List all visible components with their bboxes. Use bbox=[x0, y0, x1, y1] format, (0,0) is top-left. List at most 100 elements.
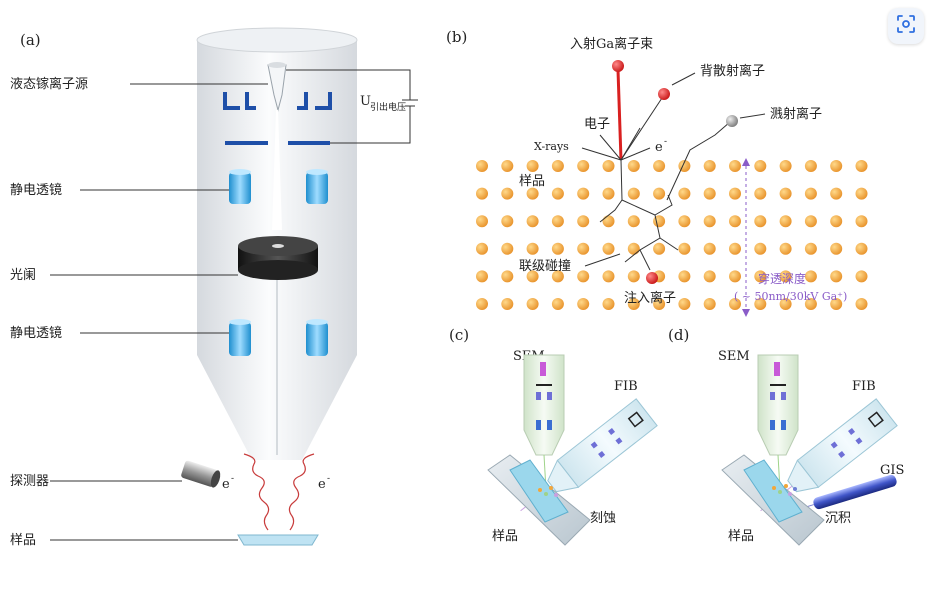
lattice-atom bbox=[627, 160, 640, 172]
lattice-atom bbox=[855, 160, 868, 172]
lattice-atom bbox=[703, 160, 716, 172]
source-label: 液态镓离子源 bbox=[10, 76, 88, 92]
sputter-track bbox=[666, 121, 731, 201]
electron-label: 电子 bbox=[584, 117, 610, 132]
aperture-label: 光阑 bbox=[10, 268, 36, 283]
lattice-atom bbox=[551, 270, 564, 283]
lattice-atom bbox=[627, 298, 640, 310]
depth-arrow-top bbox=[742, 158, 750, 166]
panel-c-tag: (c) bbox=[449, 326, 469, 344]
sem-d-label: SEM bbox=[718, 349, 750, 364]
lens1-label: 静电透镜 bbox=[10, 183, 62, 198]
sputter-leader bbox=[739, 113, 766, 119]
lattice-atom bbox=[779, 215, 792, 228]
lattice-atom bbox=[754, 160, 767, 172]
deposit-label: 沉积 bbox=[825, 511, 851, 526]
sputtered-ion bbox=[726, 115, 738, 127]
sample-c-label: 样品 bbox=[492, 529, 518, 544]
lattice-atom bbox=[653, 242, 666, 255]
lattice-atom bbox=[779, 187, 792, 200]
lattice-atom bbox=[602, 298, 615, 310]
lattice-atom bbox=[804, 215, 817, 228]
sem-column-c bbox=[523, 354, 565, 491]
lattice-atom bbox=[476, 215, 488, 228]
panel-a-tag: (a) bbox=[20, 31, 41, 49]
extraction-electrodes bbox=[223, 92, 332, 110]
panel-d: (d) SEM FIB GIS bbox=[668, 326, 904, 546]
lattice-atom bbox=[754, 298, 767, 310]
scan-text-button[interactable] bbox=[888, 8, 924, 44]
fib-c-label: FIB bbox=[614, 379, 638, 394]
sputter-label: 溅射离子 bbox=[770, 106, 822, 122]
electrostatic-lens-2 bbox=[229, 319, 328, 356]
lattice-atom bbox=[602, 160, 615, 172]
sample-b-label: 样品 bbox=[519, 174, 545, 189]
lattice-atom bbox=[703, 187, 716, 200]
lattice-atom bbox=[678, 298, 691, 310]
lattice-atom bbox=[653, 215, 666, 228]
ion-beam bbox=[272, 110, 282, 230]
lattice-atom bbox=[476, 242, 488, 255]
implanted-ion bbox=[646, 272, 658, 284]
lattice-atom bbox=[501, 187, 514, 200]
lattice-atom bbox=[754, 187, 767, 200]
lattice-atom bbox=[526, 187, 539, 200]
backscatter-track bbox=[620, 97, 663, 161]
gis-label: GIS bbox=[880, 463, 904, 478]
panel-d-tag: (d) bbox=[668, 326, 689, 344]
electron-right-sup: - bbox=[327, 474, 330, 484]
incident-ion-track bbox=[616, 69, 623, 161]
lattice-atom bbox=[729, 187, 741, 200]
sample-prism-c bbox=[487, 454, 591, 546]
lattice-atom bbox=[779, 270, 792, 283]
lattice-atom bbox=[627, 215, 640, 228]
lattice-atom bbox=[855, 242, 868, 255]
lattice-atom bbox=[501, 160, 514, 172]
lattice-atom bbox=[830, 215, 843, 228]
lattice-atom bbox=[526, 242, 539, 255]
lattice-atom bbox=[855, 187, 868, 200]
detector-label: 探测器 bbox=[10, 474, 49, 489]
voltage-subscript: 引出电压 bbox=[370, 101, 406, 113]
sample-stage bbox=[237, 534, 319, 546]
emission-arrows bbox=[581, 127, 651, 161]
panel-b: (b) 入射Ga离子束 背散射离子 溅射离子 电子 X-rays e - 样品 bbox=[446, 28, 868, 317]
detector bbox=[181, 460, 221, 488]
lattice-atom bbox=[830, 187, 843, 200]
sample-prism-d bbox=[721, 454, 825, 546]
lattice-atom bbox=[804, 270, 817, 283]
lattice-atom bbox=[804, 187, 817, 200]
lattice-atom bbox=[577, 187, 590, 200]
lattice-atom bbox=[703, 298, 716, 310]
lattice-atom bbox=[830, 270, 843, 283]
lattice-atom bbox=[577, 242, 590, 255]
sample-label: 样品 bbox=[10, 533, 36, 548]
lattice-atom bbox=[653, 187, 666, 200]
scan-text-icon bbox=[896, 14, 916, 38]
lattice-atom bbox=[526, 270, 539, 283]
atom-lattice bbox=[476, 160, 868, 310]
lattice-atom bbox=[703, 270, 716, 283]
lattice-atom bbox=[476, 187, 488, 200]
lattice-atom bbox=[804, 160, 817, 172]
xray-label: X-rays bbox=[534, 140, 569, 153]
backscatter-label: 背散射离子 bbox=[700, 63, 765, 79]
panel-b-tag: (b) bbox=[446, 28, 467, 46]
lattice-atom bbox=[729, 215, 741, 228]
lattice-atom bbox=[804, 242, 817, 255]
lattice-atom bbox=[551, 215, 564, 228]
lattice-atom bbox=[729, 298, 741, 310]
lattice-atom bbox=[830, 242, 843, 255]
lattice-atom bbox=[855, 215, 868, 228]
lattice-atom bbox=[678, 215, 691, 228]
depth-arrow-bottom bbox=[742, 309, 750, 317]
lattice-atom bbox=[804, 298, 817, 310]
lattice-atom bbox=[703, 215, 716, 228]
depth-value: ( ~ 50nm/30kV Ga⁺) bbox=[734, 290, 847, 303]
lattice-atom bbox=[729, 270, 741, 283]
electron-path-right bbox=[288, 453, 315, 531]
panel-a: (a) U 引出电压 bbox=[10, 27, 418, 548]
lattice-atom bbox=[855, 270, 868, 283]
sem-column-d bbox=[757, 354, 799, 491]
